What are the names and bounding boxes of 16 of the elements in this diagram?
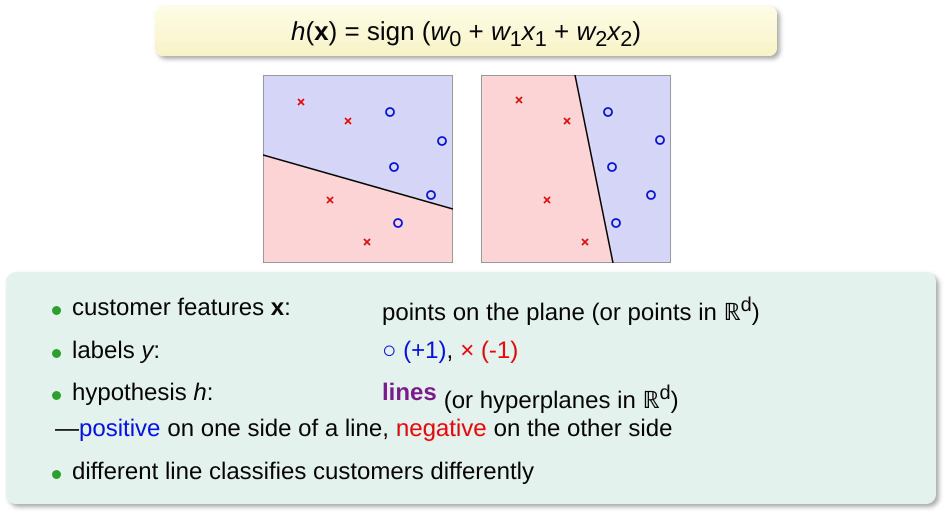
bullet-text: negative	[396, 415, 487, 443]
formula-heading: h(x) = sign (w$_{0}$ + w$_{1}$x$_{1}$ + w$_{2}$x$_{2}$)	[155, 6, 777, 56]
bullet-text: points on the plane (or points in ℝ$^{d}$)	[382, 293, 760, 327]
bullet-text: on the other side	[494, 415, 672, 443]
bullet-text: positive	[79, 415, 160, 443]
bullet-text: different line classifies customers differently	[72, 458, 534, 486]
bullet-text: ,	[446, 337, 454, 365]
bullet-text: lines	[382, 379, 437, 408]
bullet-text: —	[55, 415, 79, 443]
bullet-text: ○ (+1)	[382, 337, 447, 365]
bullet-text: (or hyperplanes in ℝ$^{d}$)	[444, 381, 679, 415]
bullet-text: customer features x:	[72, 294, 291, 322]
bullet-text: hypothesis h:	[72, 379, 214, 407]
bullet-text: labels y:	[72, 337, 160, 365]
bullet-text: on one side of a line,	[167, 415, 389, 443]
bullet-text: × (-1)	[460, 337, 518, 365]
